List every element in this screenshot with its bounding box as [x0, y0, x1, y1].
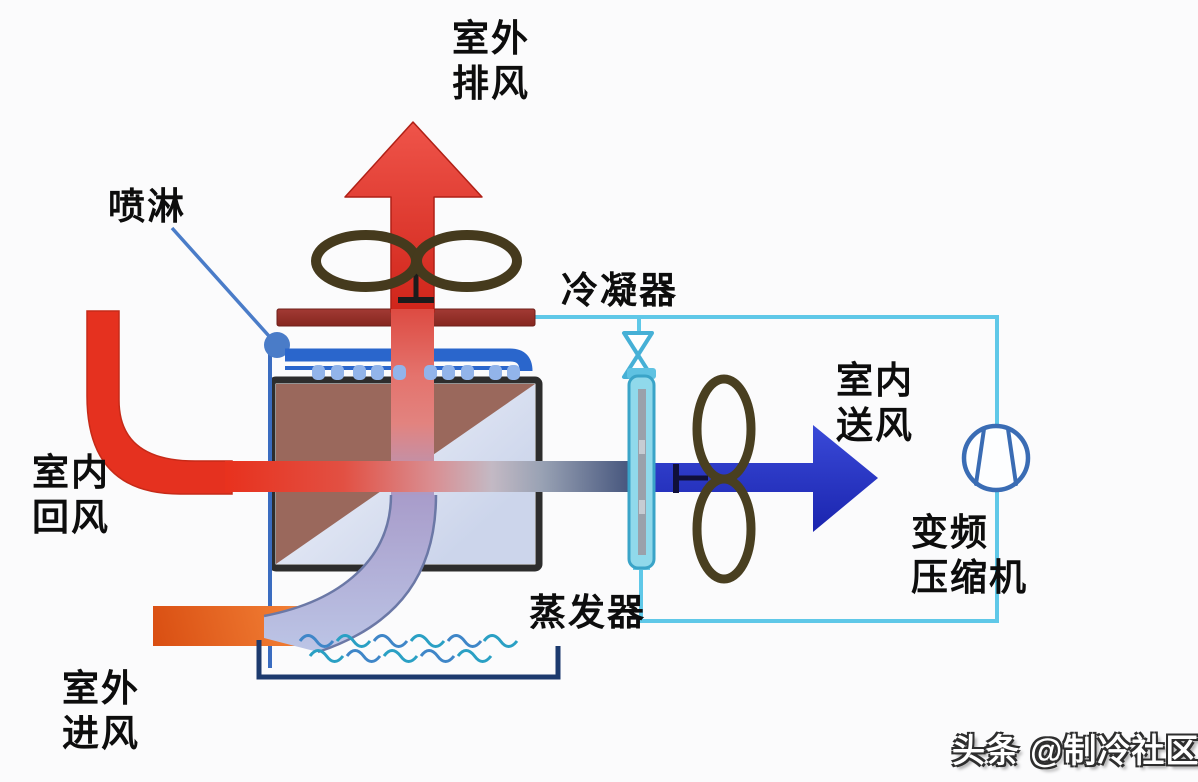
secondary-air-curve	[264, 495, 436, 652]
spray-label-leader-line	[170, 226, 279, 347]
secondary-air-curve-outer-edge	[317, 494, 438, 654]
water-basin	[256, 640, 561, 680]
label-line: 压缩机	[911, 557, 1028, 598]
label-line: 室内	[836, 360, 914, 401]
watermark-text: 头条 @制冷社区	[952, 732, 1198, 769]
label-indoor-return: 室内 回风	[32, 450, 110, 540]
indoor-return-duct	[86, 310, 233, 495]
label-indoor-supply: 室内 送风	[836, 358, 914, 448]
label-line: 蒸发器	[529, 592, 646, 633]
indoor-supply-arrow	[651, 425, 878, 532]
spray-system	[170, 226, 533, 372]
label-line: 进风	[62, 713, 140, 754]
label-inverter-compressor: 变频 压缩机	[911, 510, 1028, 600]
label-line: 冷凝器	[561, 270, 678, 311]
expansion-valve-icon	[622, 331, 654, 379]
label-condenser: 冷凝器	[561, 268, 678, 313]
label-line: 室内	[32, 452, 110, 493]
label-outdoor-intake: 室外 进风	[62, 666, 140, 756]
label-line: 变频	[911, 512, 989, 553]
label-outdoor-exhaust: 室外 排风	[452, 16, 530, 106]
compressor-icon	[961, 423, 1031, 493]
refrigerant-pipe-evaporator-to-compressor	[639, 490, 999, 623]
water-wave-lines	[298, 634, 519, 663]
spray-header-pipe	[285, 348, 533, 372]
primary-air-band	[225, 461, 632, 492]
label-line: 室外	[452, 18, 530, 59]
exhaust-fan-icon	[311, 230, 522, 303]
spray-connector-dot	[264, 332, 290, 358]
spray-nozzles	[312, 365, 520, 380]
label-line: 排风	[452, 63, 530, 104]
secondary-air-curve-inner-edge	[263, 494, 393, 618]
evaporator-coil	[627, 368, 656, 570]
supply-fan-icon	[673, 374, 756, 584]
label-line: 送风	[836, 405, 914, 446]
refrigerant-pipe-condenser-to-compressor	[535, 315, 999, 426]
label-spray: 喷淋	[108, 184, 186, 229]
label-line: 室外	[62, 668, 140, 709]
label-evaporator: 蒸发器	[529, 590, 646, 635]
label-line: 回风	[32, 497, 110, 538]
label-line: 喷淋	[108, 186, 186, 227]
